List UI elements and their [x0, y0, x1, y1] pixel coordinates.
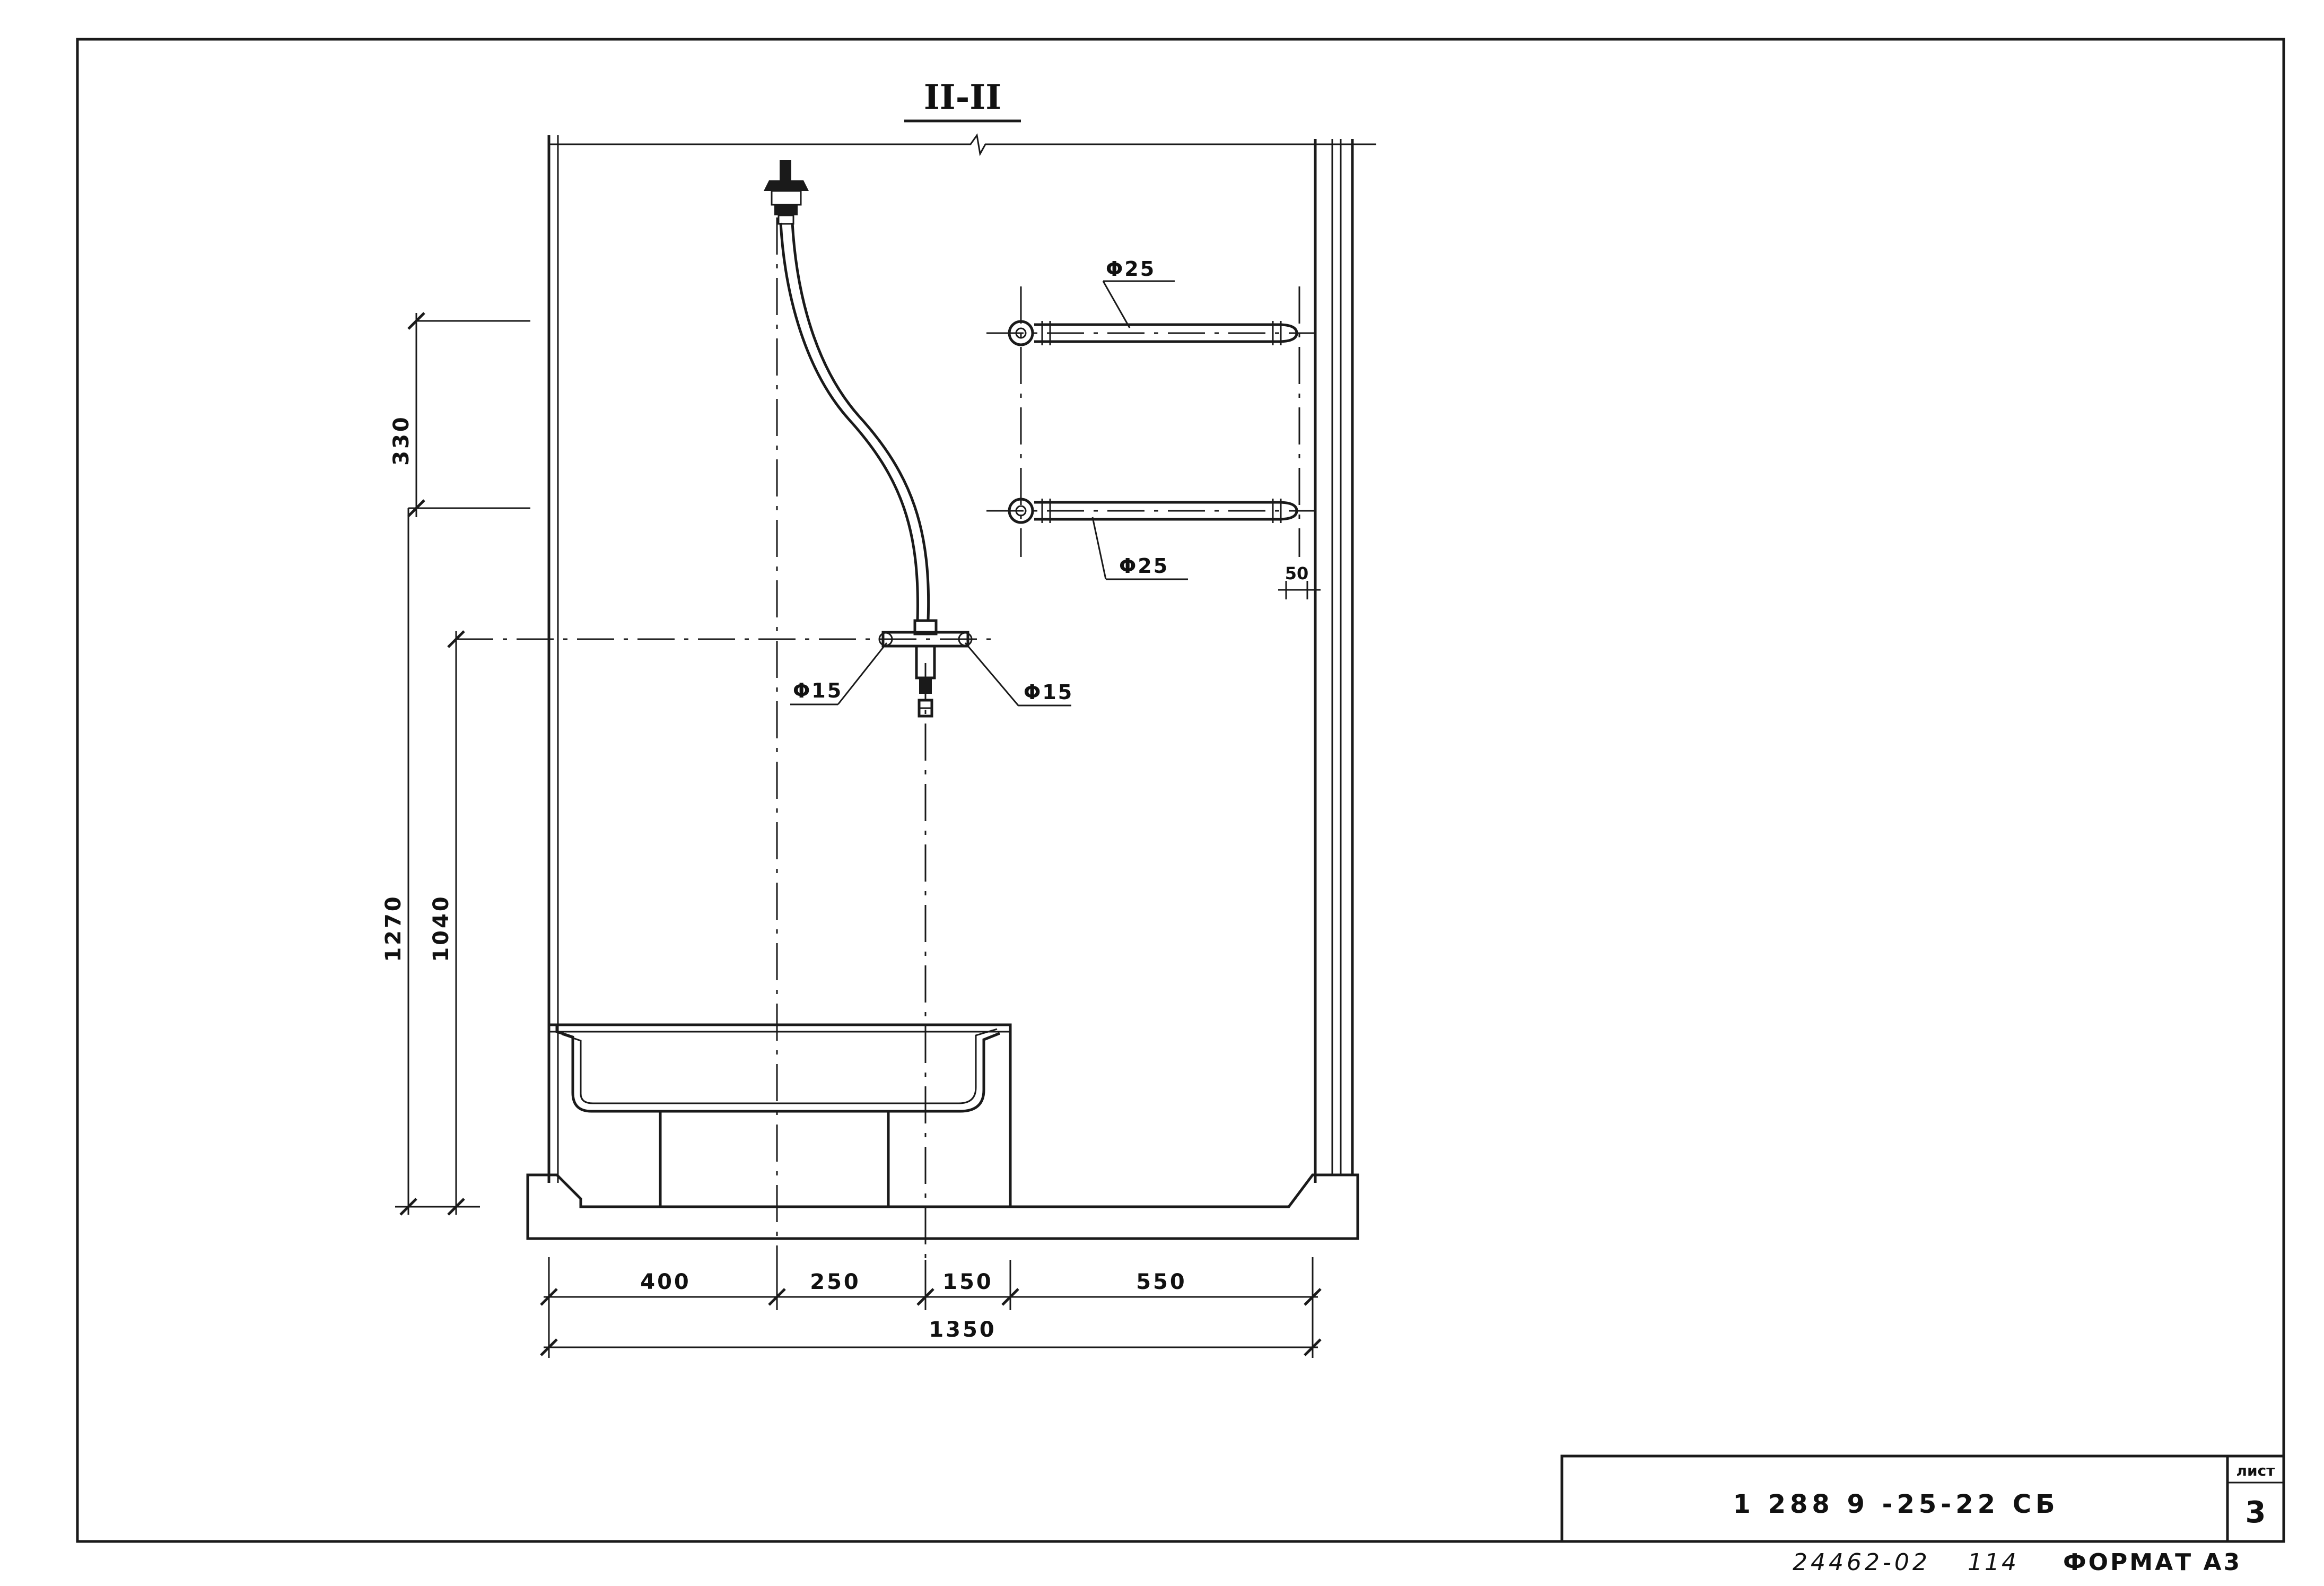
label-mixer-right-text: Φ15	[1024, 681, 1073, 704]
dim-1040: 1040	[429, 630, 480, 1216]
sheet-label: лист	[2236, 1462, 2276, 1479]
dim-150-text: 150	[942, 1270, 993, 1294]
dim-250-text: 250	[810, 1270, 861, 1294]
title-block: 1 288 9 -25-22 СБ лист 3	[1560, 1454, 2285, 1543]
format-label: ФОРМАТ А3	[2063, 1549, 2242, 1576]
support-block-hatched	[659, 1110, 890, 1208]
upper-towel-rail	[986, 320, 1315, 346]
dim-330-text: 330	[389, 415, 414, 466]
right-wall	[1314, 139, 1354, 1183]
sheet-number: 3	[2246, 1495, 2266, 1530]
label-upper-rail-text: Φ25	[1106, 257, 1156, 281]
dim-1350-text: 1350	[929, 1318, 996, 1342]
shower-tray	[549, 1023, 1012, 1207]
dim-1270: 1270	[381, 508, 461, 1216]
label-mixer-left: Φ15	[790, 642, 888, 705]
label-mixer-left-text: Φ15	[793, 679, 843, 702]
section-title: II-II	[924, 77, 1001, 117]
dim-1040-text: 1040	[429, 894, 453, 962]
shower-head-icon	[764, 160, 809, 225]
lower-towel-rail	[986, 498, 1315, 524]
mixer-icon	[878, 619, 973, 718]
dim-chain-bottom: 400 250 150 550	[540, 1257, 1322, 1358]
document-code: 1 288 9 -25-22 СБ	[1733, 1489, 2059, 1519]
dim-50-text: 50	[1285, 563, 1309, 583]
left-wall	[547, 135, 559, 1183]
shower-hose	[779, 222, 930, 621]
label-lower-rail-text: Φ25	[1119, 554, 1169, 578]
sheet-frame	[76, 38, 2285, 1543]
dim-550-text: 550	[1136, 1270, 1187, 1294]
label-upper-rail: Φ25	[1102, 257, 1175, 328]
dim-overall: 1350	[540, 1318, 1322, 1356]
dim-1270-text: 1270	[381, 894, 406, 962]
floor-base	[526, 1173, 1359, 1240]
archive-number: 24462-02	[1793, 1549, 1930, 1576]
dim-330: 330	[389, 312, 530, 517]
ceiling-break-line	[549, 133, 1376, 156]
page-ref: 114	[1968, 1549, 2019, 1576]
label-mixer-right: Φ15	[964, 642, 1073, 707]
dim-400-text: 400	[640, 1270, 691, 1294]
dim-50: 50	[1278, 563, 1321, 599]
label-lower-rail: Φ25	[1091, 517, 1188, 580]
